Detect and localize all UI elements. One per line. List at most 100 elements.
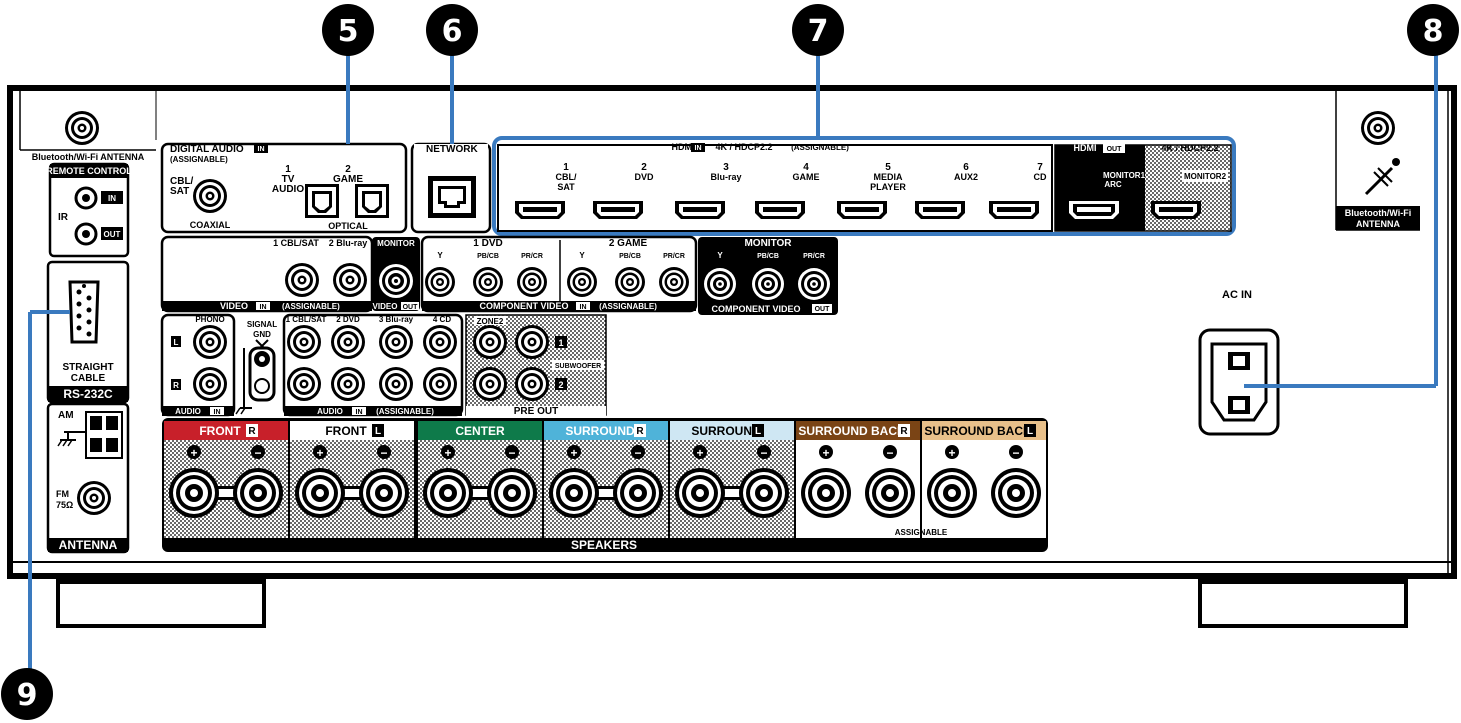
- hdmi-in-port-label: GAME: [793, 172, 820, 182]
- hdmi-monitor1-label-2: ARC: [1104, 180, 1122, 189]
- speaker-side-badge: L: [755, 426, 761, 437]
- optical-label: OPTICAL: [328, 221, 368, 231]
- hdmi-in-connector[interactable]: [675, 201, 725, 219]
- hdmi-in-connector[interactable]: [989, 201, 1039, 219]
- component-pr-label-2: PR/CR: [663, 253, 685, 260]
- rs232c-port[interactable]: [68, 280, 100, 344]
- coaxial-cbl-label-2: SAT: [170, 186, 189, 197]
- speaker-terminal-plus[interactable]: [295, 468, 345, 518]
- fm-connector[interactable]: [77, 481, 111, 515]
- speaker-terminal-minus[interactable]: [739, 468, 789, 518]
- hdmi-out-title: HDMI: [1074, 143, 1097, 153]
- phono-l-badge: L: [174, 338, 179, 347]
- hdmi-out-monitor1-port[interactable]: [1069, 201, 1119, 219]
- coaxial-label: COAXIAL: [190, 220, 231, 230]
- audio-in-dvd-r-jack[interactable]: [331, 367, 365, 401]
- video-in-bluray-jack[interactable]: [333, 263, 367, 297]
- component-pb-label-2: PB/CB: [619, 253, 641, 260]
- component-dvd-pb-jack[interactable]: [473, 267, 503, 297]
- audio-in-cbl-sat-l-jack[interactable]: [287, 325, 321, 359]
- am-terminal[interactable]: [85, 411, 123, 459]
- coaxial-cbl-label-1: CBL/: [170, 176, 194, 187]
- remote-control-section: REMOTE CONTROL IR IN OUT: [46, 162, 132, 258]
- speaker-minus-sign: −: [254, 446, 261, 460]
- antenna-left: Bluetooth/Wi-Fi ANTENNA: [19, 88, 156, 162]
- optical-game-jack[interactable]: [355, 184, 389, 218]
- speaker-terminal-minus[interactable]: [487, 468, 537, 518]
- speaker-terminal-plus[interactable]: [801, 468, 851, 518]
- component-game-pb-jack[interactable]: [615, 267, 645, 297]
- audio-ch2-label: 2 DVD: [336, 315, 360, 324]
- fm-label: FM: [56, 489, 69, 499]
- optical-tv-audio-jack[interactable]: [305, 184, 339, 218]
- speaker-terminal-plus[interactable]: [927, 468, 977, 518]
- speakers-title: SPEAKERS: [571, 538, 637, 552]
- audio-phono-title: AUDIO: [175, 407, 201, 416]
- audio-in-dvd-l-jack[interactable]: [331, 325, 365, 359]
- phono-r-badge: R: [173, 381, 179, 390]
- zone2-label: ZONE2: [477, 317, 504, 326]
- speaker-minus-sign: −: [1012, 446, 1019, 460]
- phono-audio-section: PHONO L R AUDIO IN: [160, 313, 236, 417]
- hdmi-in-connector[interactable]: [755, 201, 805, 219]
- audio-in-cd-r-jack[interactable]: [423, 367, 457, 401]
- component-out-pb-jack[interactable]: [752, 268, 784, 300]
- speaker-minus-sign: −: [508, 446, 515, 460]
- subwoofer-2-jack[interactable]: [515, 367, 549, 401]
- hdmi-out-monitor2-port[interactable]: [1151, 201, 1201, 219]
- subwoofer-1-jack[interactable]: [515, 325, 549, 359]
- video-out-monitor-jack[interactable]: [379, 264, 413, 298]
- hdmi-in-connector[interactable]: [515, 201, 565, 219]
- coaxial-input-jack[interactable]: [193, 179, 227, 213]
- antenna-am-fm-section: AM FM 75Ω ANTENNA: [46, 402, 130, 554]
- ac-inlet[interactable]: [1198, 328, 1280, 436]
- video-in-cbl-sat-jack[interactable]: [285, 263, 319, 297]
- speaker-terminal-minus[interactable]: [613, 468, 663, 518]
- component-game-pr-jack[interactable]: [659, 267, 689, 297]
- speaker-side-badge: L: [375, 426, 381, 437]
- zone2-r-jack[interactable]: [473, 367, 507, 401]
- audio-in-title: AUDIO: [317, 407, 343, 416]
- audio-in-cd-l-jack[interactable]: [423, 325, 457, 359]
- callout-6-marker: 6: [426, 4, 478, 56]
- antenna-connector-left: [65, 111, 99, 145]
- speaker-terminal-minus[interactable]: [865, 468, 915, 518]
- phono-l-jack[interactable]: [193, 325, 227, 359]
- speaker-terminal-plus[interactable]: [423, 468, 473, 518]
- speaker-terminal-minus[interactable]: [233, 468, 283, 518]
- speaker-terminal-minus[interactable]: [359, 468, 409, 518]
- audio-in-cbl-sat-r-jack[interactable]: [287, 367, 321, 401]
- speaker-terminal-minus[interactable]: [991, 468, 1041, 518]
- hdmi-highlight-frame: [492, 136, 1236, 236]
- audio-in-section: 1 CBL/SAT 2 DVD 3 Blu-ray 4 CD AUDIO IN …: [282, 313, 464, 417]
- phono-r-jack[interactable]: [193, 367, 227, 401]
- hdmi-monitor2-label: MONITOR2: [1184, 172, 1227, 181]
- ground-icon: [57, 431, 86, 447]
- component-dvd-pr-jack[interactable]: [517, 267, 547, 297]
- zone2-l-jack[interactable]: [473, 325, 507, 359]
- hdmi-in-port-number: 7: [1037, 162, 1043, 173]
- component-out-badge: OUT: [815, 306, 831, 313]
- hdmi-in-connector[interactable]: [915, 201, 965, 219]
- component-video-in-section: 1 DVD 2 GAME Y PB/CB PR/CR Y PB/CB PR/CR…: [420, 235, 698, 313]
- audio-in-bluray-r-jack[interactable]: [379, 367, 413, 401]
- speaker-terminal-plus[interactable]: [169, 468, 219, 518]
- signal-gnd-terminal[interactable]: SIGNAL GND: [235, 320, 277, 415]
- hdmi-in-connector[interactable]: [593, 201, 643, 219]
- speaker-plus-sign: +: [570, 446, 577, 460]
- speaker-terminal-plus[interactable]: [549, 468, 599, 518]
- component-out-y-jack[interactable]: [704, 268, 736, 300]
- am-label: AM: [58, 410, 74, 421]
- component-game-y-jack[interactable]: [567, 267, 597, 297]
- speaker-terminal-plus[interactable]: [675, 468, 725, 518]
- audio-in-bluray-l-jack[interactable]: [379, 325, 413, 359]
- hdmi-in-connector[interactable]: [837, 201, 887, 219]
- hdmi-in-port-label-2: SAT: [557, 182, 575, 192]
- component-dvd-y-jack[interactable]: [425, 267, 455, 297]
- ethernet-port[interactable]: [428, 176, 476, 218]
- component-out-pr-jack[interactable]: [798, 268, 830, 300]
- antenna-right-label-2: ANTENNA: [1356, 219, 1400, 229]
